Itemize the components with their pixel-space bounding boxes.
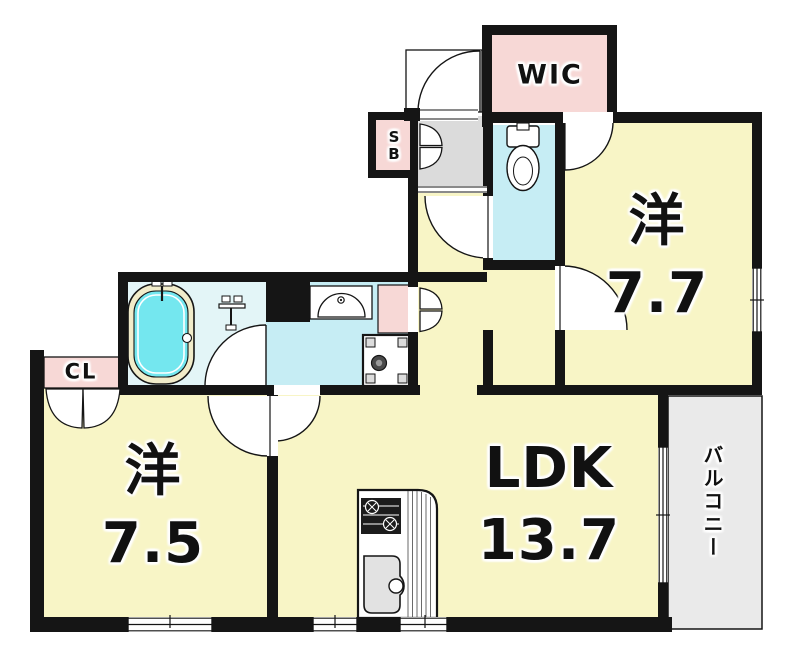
openings [45, 108, 764, 632]
closet-cl-folding-door [45, 388, 121, 429]
wall-bedroom77-east [752, 112, 762, 393]
wall-south-of-bedroom77 [477, 385, 762, 395]
kitchen-counter-icon [356, 488, 439, 620]
label-shoe-box: S B [388, 128, 400, 163]
kitchen-sink-icon [363, 555, 405, 614]
wic-door-arc [564, 121, 614, 171]
entry-door-arc [417, 50, 481, 113]
wall-bath-west [118, 272, 128, 392]
washbasin-icon [309, 285, 373, 320]
wall-sb-east [410, 112, 418, 178]
wall-ldk-bedroom75 [267, 385, 278, 632]
entry-porch [405, 49, 483, 113]
wall-wic-north [482, 25, 617, 35]
shoebox-bifold-door [419, 123, 443, 170]
bathroom-door-arc [204, 324, 267, 387]
pipe-shaft [266, 280, 310, 322]
door-swings [204, 50, 628, 457]
wic-door-swing [565, 122, 613, 170]
bedroom75-door-swing [208, 396, 268, 456]
bedroom77-door-swing [563, 266, 627, 330]
window-ldk-left [312, 615, 358, 632]
bathtub-icon [127, 278, 195, 385]
ldk-floor [267, 388, 668, 623]
gas-stove-icon [361, 498, 401, 534]
wall-hall-stub [483, 330, 493, 395]
wall-sb-west [368, 112, 376, 178]
wic-floor [492, 35, 607, 117]
linen-closet-bifold-door [419, 287, 443, 333]
window-bedroom75 [127, 615, 213, 632]
window-balcony-sliding [656, 446, 670, 584]
balcony-floor [667, 395, 763, 630]
wall-sb-north [368, 112, 418, 120]
washroom-door-swing [275, 396, 320, 441]
window-bedroom77 [750, 267, 764, 333]
wall-toilet-west [483, 117, 493, 270]
label-bedroom-77: 洋 7.7 [605, 189, 709, 326]
fixtures [127, 122, 540, 620]
wall-sb-south [368, 170, 418, 178]
linen-closet [377, 284, 412, 334]
bedroom77-door-arc [562, 265, 628, 331]
wall-sanitary-north [118, 272, 487, 282]
wall-west [30, 350, 44, 632]
wall-wic-south [482, 112, 617, 123]
label-balcony: バルコニー [700, 444, 724, 560]
wall-hall-west [408, 170, 418, 395]
wall-bedroom77-north [563, 112, 762, 123]
wall-toilet-east [555, 117, 565, 270]
label-closet-cl: CL [64, 359, 98, 384]
wall-wic-west [482, 25, 492, 127]
toilet-door-arc [424, 195, 488, 259]
bathroom-door-swing [205, 325, 266, 386]
shower-mixer-icon [218, 295, 246, 331]
toilet-icon [506, 122, 540, 192]
label-wic: WIC [517, 59, 583, 91]
label-bedroom-75: 洋 7.5 [101, 439, 205, 576]
washroom-door-arc [274, 395, 321, 442]
shoebox-floor [376, 118, 410, 170]
vestibule-floor [483, 268, 565, 398]
bedroom75-door-arc [207, 395, 269, 457]
label-ldk: LDK 13.7 [477, 436, 621, 573]
toilet-door-swing [425, 196, 487, 258]
window-ldk-right [399, 615, 448, 632]
wall-wic-east [607, 25, 617, 122]
washing-machine-pan-icon [361, 333, 412, 388]
wall-toilet-south [483, 260, 565, 270]
